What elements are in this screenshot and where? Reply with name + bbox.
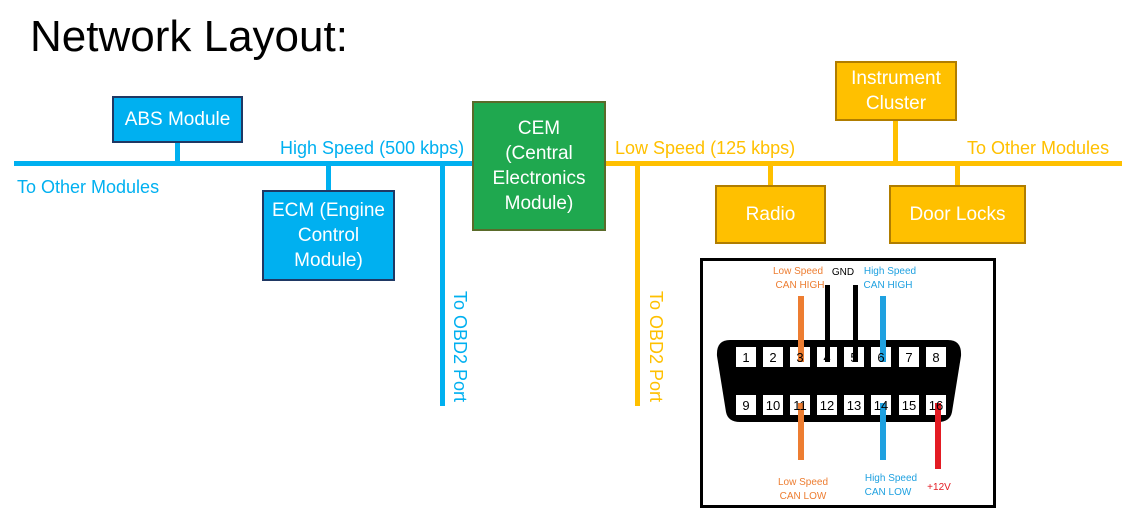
low-speed-label: Low Speed (125 kbps) xyxy=(615,138,796,158)
page-title: Network Layout: xyxy=(30,12,348,61)
pin-16: 16 xyxy=(929,398,943,413)
high-speed-bus-line xyxy=(14,161,476,166)
pin-7: 7 xyxy=(905,350,912,365)
pin-2: 2 xyxy=(769,350,776,365)
pin-6: 6 xyxy=(877,350,884,365)
high-can-high-label-2: CAN HIGH xyxy=(864,280,913,291)
high-speed-to-other-modules-label: To Other Modules xyxy=(17,177,160,197)
low-can-low-label-1: Low Speed xyxy=(778,477,828,488)
cem-module-box: CEM (Central Electronics Module) xyxy=(472,101,606,231)
low-can-low-label-2: CAN LOW xyxy=(780,491,827,502)
pin-14: 14 xyxy=(874,398,888,413)
pin-12: 12 xyxy=(820,398,834,413)
gnd-wire-5 xyxy=(853,285,858,362)
high-can-low-wire xyxy=(880,403,886,460)
instrument-cluster-box: Instrument Cluster xyxy=(835,61,957,121)
low-speed-to-other-modules-label: To Other Modules xyxy=(967,138,1110,158)
low-speed-bus-line xyxy=(604,161,1122,166)
ecm-drop-line xyxy=(326,165,331,191)
low-can-high-label-2: CAN HIGH xyxy=(776,280,825,291)
high-can-low-label-1: High Speed xyxy=(865,473,917,484)
instrument-cluster-label: Instrument Cluster xyxy=(851,68,941,114)
power-wire xyxy=(935,403,941,469)
low-speed-obd-line xyxy=(635,165,640,406)
high-speed-obd-line xyxy=(440,165,445,406)
radio-box: Radio xyxy=(715,185,826,244)
high-speed-label: High Speed (500 kbps) xyxy=(280,138,465,158)
abs-drop-line xyxy=(175,142,180,162)
obd2-top-pins xyxy=(736,347,946,367)
pin-1: 1 xyxy=(742,350,749,365)
pin-3: 3 xyxy=(796,350,803,365)
pin-8: 8 xyxy=(932,350,939,365)
door-locks-box: Door Locks xyxy=(889,185,1026,244)
door-locks-drop-line xyxy=(955,165,960,186)
pin-4: 4 xyxy=(823,350,830,365)
pin-9: 9 xyxy=(742,398,749,413)
radio-drop-line xyxy=(768,165,773,186)
ecm-module-box: ECM (Engine Control Module) xyxy=(262,190,395,281)
cem-module-label: CEM (Central Electronics Module) xyxy=(492,118,586,214)
ecm-module-label: ECM (Engine Control Module) xyxy=(272,200,385,271)
high-can-high-label-1: High Speed xyxy=(864,266,916,277)
pin-11: 11 xyxy=(793,398,807,413)
power-label: +12V xyxy=(927,482,951,493)
gnd-label: GND xyxy=(832,267,854,278)
pin-13: 13 xyxy=(847,398,861,413)
high-can-low-label-2: CAN LOW xyxy=(865,487,912,498)
low-can-high-wire xyxy=(798,296,804,362)
gnd-wire-4 xyxy=(825,285,830,362)
pin-10: 10 xyxy=(766,398,780,413)
abs-module-label: ABS Module xyxy=(124,109,231,130)
high-can-high-wire xyxy=(880,296,886,362)
door-locks-label: Door Locks xyxy=(909,204,1006,225)
low-can-low-wire xyxy=(798,403,804,460)
pin-15: 15 xyxy=(902,398,916,413)
radio-label: Radio xyxy=(745,204,796,225)
instrument-cluster-drop-line xyxy=(893,119,898,162)
pin-5: 5 xyxy=(850,350,857,365)
abs-module-box: ABS Module xyxy=(112,96,243,143)
low-can-high-label-1: Low Speed xyxy=(773,266,823,277)
